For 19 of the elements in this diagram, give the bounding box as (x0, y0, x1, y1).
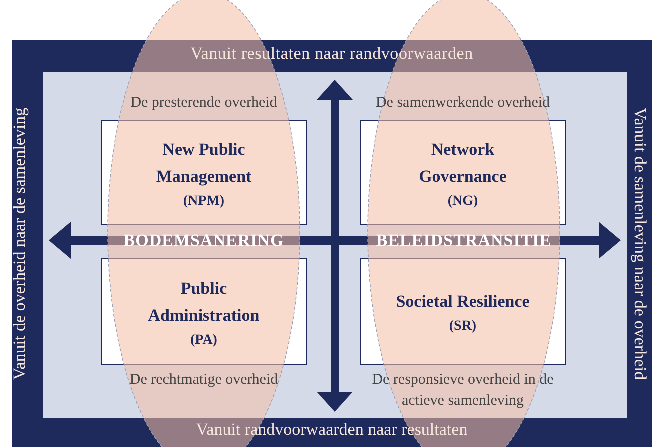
model-name: Societal Resilience (396, 291, 530, 313)
quadrant-box (101, 258, 307, 365)
quadrant-caption: De responsieve overheid in de actieve samenleving (371, 371, 555, 411)
band-label: Vanuit de samenleving naar de overheid (630, 106, 650, 382)
quadrant-box (360, 258, 566, 365)
model-abbreviation: (SR) (448, 319, 478, 335)
quadrant-caption: De samenwerkende overheid (374, 94, 552, 113)
model-abbreviation: (NG) (446, 194, 480, 210)
quadrant-box (360, 120, 566, 225)
quadrant-caption: De presterende overheid (130, 94, 278, 113)
model-name: New Public Management (155, 138, 253, 188)
quadrant-caption: De rechtmatige overheid (128, 371, 280, 390)
quadrant-box (101, 120, 307, 225)
frame-band (12, 40, 652, 447)
model-abbreviation: (PA) (190, 332, 218, 348)
model-name: Network Governance (418, 138, 508, 188)
band-label: Vanuit de overheid naar de samenleving (10, 106, 30, 382)
model-abbreviation: (NPM) (182, 194, 226, 210)
model-name: Public Administration (147, 278, 261, 326)
